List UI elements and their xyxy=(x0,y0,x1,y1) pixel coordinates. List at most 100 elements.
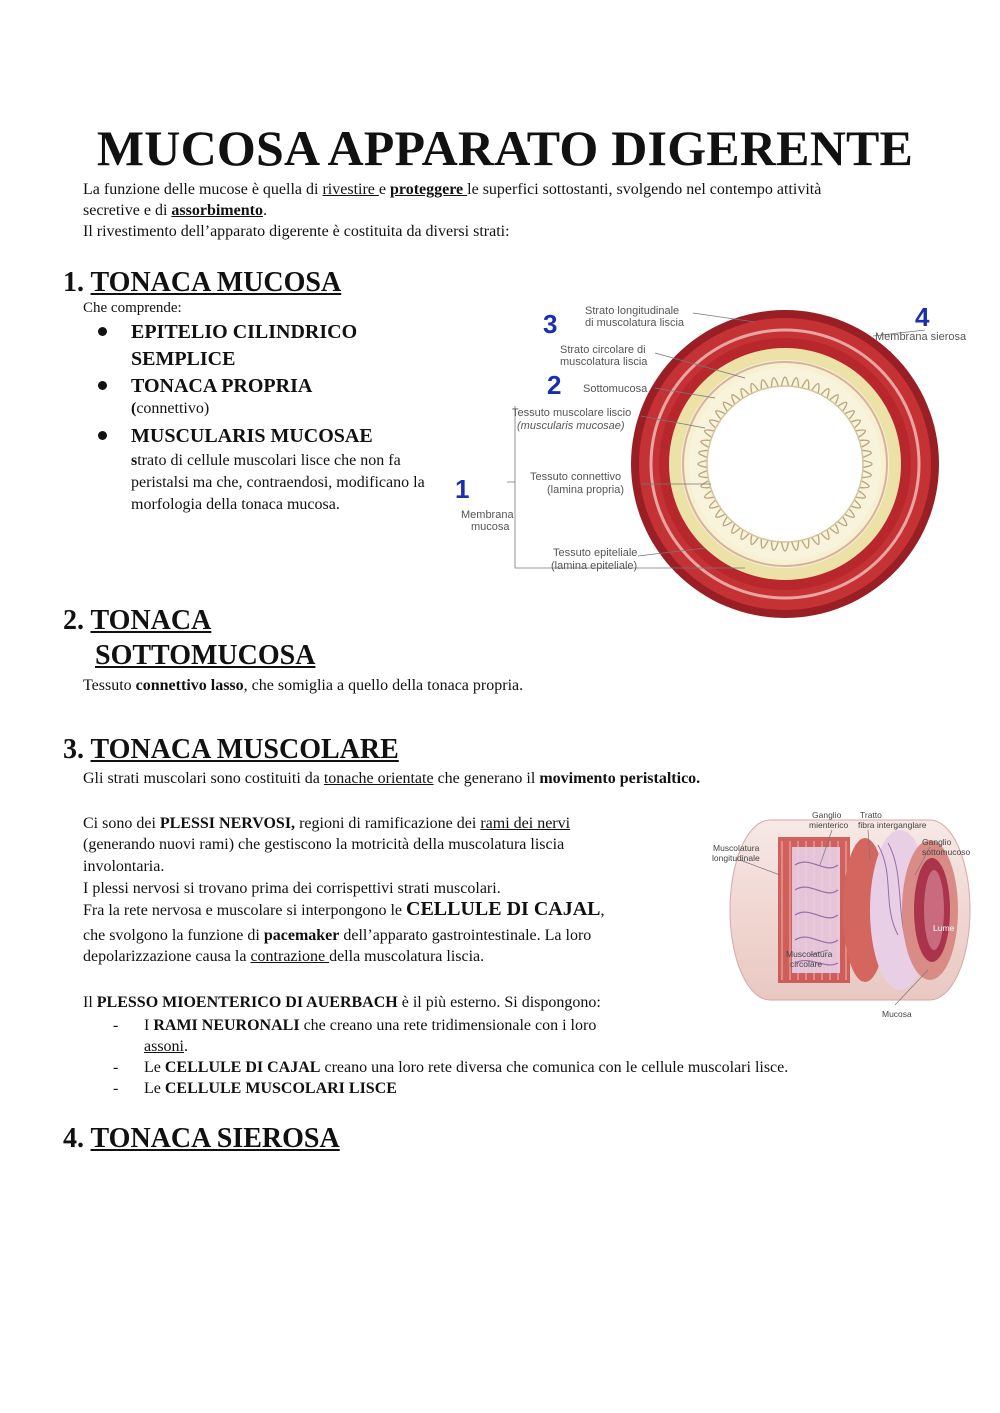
villus-shape xyxy=(801,379,810,390)
label-membrana-mucosa: Membrana xyxy=(461,509,514,521)
bullet-sub-text: trato di cellule muscolari lisce che non… xyxy=(131,452,425,513)
section-title: TONACA xyxy=(90,605,212,636)
text: regioni di ramificazione dei xyxy=(295,815,481,832)
bullet-sub-text: connettivo) xyxy=(136,400,210,417)
villus-shape xyxy=(837,401,848,412)
villus-shape xyxy=(855,429,867,438)
villus-shape xyxy=(709,419,720,429)
number-2: 2 xyxy=(547,370,561,400)
villus-shape xyxy=(698,470,709,479)
villus-shape xyxy=(740,529,750,540)
label-tessuto-muscolare: Tessuto muscolare liscio xyxy=(512,407,631,419)
label-muscolatura-longitudinale: Muscolatura xyxy=(713,843,760,853)
villus-shape xyxy=(811,534,820,546)
villus-shape xyxy=(722,401,733,412)
villus-shape xyxy=(791,540,800,551)
label-lamina-epiteliale: (lamina epiteliale) xyxy=(551,560,637,572)
text-underlined: rami dei nervi xyxy=(480,815,571,832)
section-title: TONACA MUSCOLARE xyxy=(90,734,399,765)
label-tessuto-connettivo: Tessuto connettivo xyxy=(530,471,621,483)
label-muscolatura-longitudinale-2: longitudinale xyxy=(712,853,760,863)
text-bold: movimento peristaltico. xyxy=(539,770,701,787)
label-ganglio-sottomucoso: Ganglio xyxy=(922,837,952,847)
villus-shape xyxy=(731,523,741,534)
villus-shape xyxy=(715,508,726,518)
text-bold: PLESSO MIOENTERICO DI AUERBACH xyxy=(96,994,398,1011)
villus-shape xyxy=(820,529,830,540)
text-bold: PLESSI NERVOSI, xyxy=(159,815,296,832)
intro-rivestire: rivestire xyxy=(322,181,379,198)
villus-shape xyxy=(861,470,872,479)
dash-icon: - xyxy=(113,1017,119,1034)
villus-shape xyxy=(820,388,830,399)
section-number: 2. xyxy=(63,605,91,636)
villus-shape xyxy=(760,379,769,390)
villus-shape xyxy=(855,490,867,499)
text: . xyxy=(184,1038,188,1055)
label-tessuto-epiteliale: Tessuto epiteliale xyxy=(553,547,637,559)
dash-icon: - xyxy=(113,1080,119,1097)
label-lume: Lume xyxy=(933,923,955,933)
text-bold: pacemaker xyxy=(263,927,340,944)
text-bold: CELLULE DI CAJAL xyxy=(164,1059,321,1076)
label-muscolatura-circolare-2: circolare xyxy=(790,959,822,969)
villus-shape xyxy=(700,480,711,489)
section-title: SOTTOMUCOSA xyxy=(95,640,316,671)
label-muscolatura-circolare: Muscolatura xyxy=(786,949,833,959)
villus-shape xyxy=(715,410,726,420)
text: creano una loro rete diversa che comunic… xyxy=(320,1059,789,1076)
text: della muscolatura liscia. xyxy=(329,948,485,965)
intro-text: secretive e di xyxy=(83,202,172,219)
tube-body xyxy=(729,819,971,1001)
label-strato-longitudinale-2: di muscolatura liscia xyxy=(585,317,685,329)
label-fibra-interganglare: fibra interganglare xyxy=(858,820,927,830)
dash-text: Le CELLULE DI CAJAL creano una loro rete… xyxy=(144,1057,788,1078)
tube-rings xyxy=(631,310,939,618)
text: Tessuto xyxy=(83,677,136,694)
label-ganglio-mienterico-2: mienterico xyxy=(809,820,848,830)
section-1-list: EPITELIO CILINDRICO SEMPLICE TONACA PROP… xyxy=(98,319,438,516)
section-3-heading: 3. TONACA MUSCOLARE xyxy=(63,733,399,767)
dash-text: Le CELLULE MUSCOLARI LISCE xyxy=(144,1078,397,1099)
bullet-title: TONACA PROPRIA xyxy=(131,375,313,397)
label-ganglio-sottomucoso-2: sottomucoso xyxy=(922,847,970,857)
page-title: MUCOSA APPARATO DIGERENTE xyxy=(96,120,914,176)
villus-shape xyxy=(780,376,790,387)
villus-shape xyxy=(731,394,741,405)
list-item: TONACA PROPRIA (connettivo) xyxy=(98,373,438,420)
dash-icon: - xyxy=(113,1059,119,1076)
text: Fra la rete nervosa e muscolare si inter… xyxy=(83,902,406,919)
number-4: 4 xyxy=(915,302,930,332)
intro-proteggere: proteggere xyxy=(390,181,468,198)
list-item: EPITELIO CILINDRICO SEMPLICE xyxy=(98,319,438,373)
section-1-heading: 1. TONACA MUCOSA xyxy=(63,266,341,300)
text: Ci sono dei xyxy=(83,815,160,832)
section-3-p4-line2: che svolgono la funzione di pacemaker de… xyxy=(83,925,591,946)
label-tratto: Tratto xyxy=(860,810,882,820)
label-sottomucosa: Sottomucosa xyxy=(583,383,648,395)
text: Il xyxy=(83,994,97,1011)
intro-text: La funzione delle mucose è quella di xyxy=(83,181,323,198)
text: dell’apparato gastrointestinale. La loro xyxy=(339,927,592,944)
section-title: TONACA MUCOSA xyxy=(90,267,342,298)
section-3-p4-line1: Fra la rete nervosa e muscolare si inter… xyxy=(83,899,604,921)
villus-shape xyxy=(703,429,715,438)
villus-shape xyxy=(861,449,872,458)
section-number: 4. xyxy=(63,1123,91,1154)
villus-shape xyxy=(780,541,790,552)
bullet-sub-text: ( xyxy=(131,400,137,417)
text-bold: connettivo lasso xyxy=(135,677,244,694)
villus-shape xyxy=(837,516,848,527)
list-item: MUSCULARIS MUCOSAE strato di cellule mus… xyxy=(98,423,438,516)
leader-lines xyxy=(507,312,926,569)
bullet-icon xyxy=(98,327,107,336)
bullet-title: EPITELIO CILINDRICO SEMPLICE xyxy=(131,321,358,370)
villus-shape xyxy=(791,377,800,388)
villus-shape xyxy=(862,459,873,469)
section-3-p2-line2: (generando nuovi rami) che gestiscono la… xyxy=(83,836,565,853)
villus-shape xyxy=(697,459,708,469)
text-bold: CELLULE DI CAJAL xyxy=(406,898,601,920)
text: , xyxy=(600,902,605,919)
number-3: 3 xyxy=(543,309,557,339)
dash-text: I RAMI NEURONALI che creano una rete tri… xyxy=(144,1015,596,1036)
